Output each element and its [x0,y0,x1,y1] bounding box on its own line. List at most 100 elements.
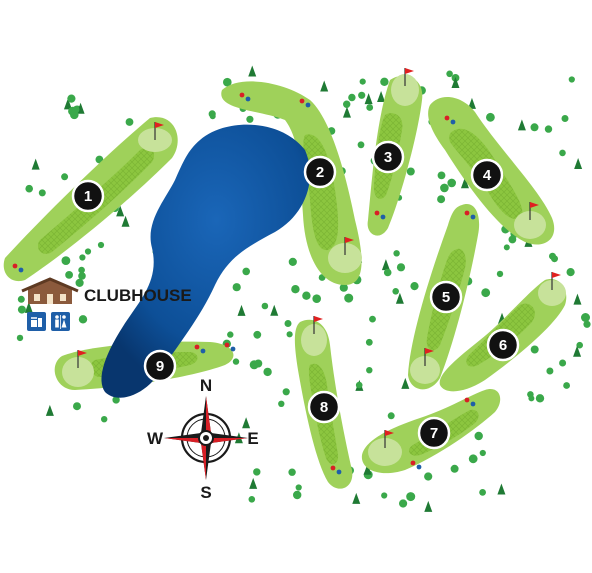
pine-tree-icon [320,80,329,92]
tree-icon [544,125,553,133]
tree-icon [78,315,88,324]
hole-marker-9[interactable]: 9 [143,349,177,383]
hole-number-1: 1 [84,188,92,205]
tee-marker-icon [464,397,470,403]
tee-marker-icon [239,92,245,98]
tree-icon [530,345,539,354]
tree-icon [440,183,449,193]
pine-tree-icon [237,304,246,316]
pine-tree-icon [467,97,476,109]
hole-marker-8[interactable]: 8 [307,390,341,424]
hole-number-8: 8 [320,399,328,416]
compass-rose: N S E W [147,376,259,502]
tree-icon [496,270,504,278]
tree-icon [61,256,71,265]
pine-tree-icon [573,345,582,357]
tree-icon [246,115,254,123]
hole-marker-6[interactable]: 6 [486,328,520,362]
tee-marker-icon [230,346,236,352]
pine-tree-icon [45,404,54,416]
compass-east-label: E [247,429,258,448]
tree-icon [302,291,311,300]
flag-icon [313,316,323,334]
tree-icon [112,396,120,404]
flag-group [77,68,561,448]
tee-marker-icon [336,469,342,475]
tree-icon [366,367,373,374]
flag-icon [154,122,164,140]
hole-number-4: 4 [483,167,492,184]
hole-marker-7[interactable]: 7 [417,416,451,450]
hole-number-3: 3 [384,149,392,166]
tree-icon [339,283,348,292]
tree-icon [481,288,491,298]
pine-tree-icon [574,157,583,169]
pine-tree-icon [395,292,404,304]
tree-icon [365,338,373,346]
pine-tree-icon [363,463,372,475]
tree-icon [84,248,92,255]
tee-marker-icon [194,344,200,350]
tree-icon [503,244,510,251]
tree-icon [78,266,85,274]
tree-icon [446,70,453,78]
tree-icon [288,468,296,476]
tree-icon [348,93,356,102]
clubhouse-label: CLUBHOUSE [84,286,192,305]
tee-marker-icon [245,96,251,102]
tree-icon [358,91,366,99]
tree-icon [286,331,293,338]
tree-icon [73,402,81,411]
tree-icon [581,313,590,322]
hole-number-7: 7 [430,425,438,442]
pine-tree-icon [63,98,72,110]
hole-2-green [328,243,362,273]
tree-icon [396,263,406,272]
tree-icon [437,171,446,180]
pine-tree-icon [24,301,33,313]
pine-tree-icon [424,500,433,512]
flag-icon [384,430,394,448]
tee-marker-icon [444,115,450,121]
pine-tree-icon [460,177,469,189]
tee-marker-icon [305,102,311,108]
tree-icon [447,178,457,188]
tree-icon [535,394,545,403]
tree-icon [17,295,25,303]
tee-marker-group [12,92,476,475]
tree-icon [406,492,416,502]
tree-icon [312,294,322,304]
tree-icon [561,115,569,122]
pine-tree-icon [270,304,279,316]
hole-marker-5[interactable]: 5 [429,280,463,314]
hole-marker-3[interactable]: 3 [371,140,405,174]
pine-tree-icon [249,477,258,489]
hole-number-5: 5 [442,289,450,306]
hole-9-green [62,357,94,387]
tee-marker-icon [416,464,422,470]
tree-icon [75,278,84,287]
tree-icon [380,77,389,87]
tree-icon [16,334,24,342]
hole-6-green [538,280,566,306]
tree-icon [253,468,261,476]
tree-icon [583,320,591,328]
tree-icon [381,492,388,499]
hole-marker-2[interactable]: 2 [303,155,337,189]
tree-icon [78,272,86,280]
tree-icon [474,431,483,441]
flag-icon [551,272,561,290]
tree-icon [253,330,262,339]
hole-marker-4[interactable]: 4 [470,158,504,192]
clubhouse[interactable]: CLUBHOUSE [21,277,192,331]
pine-tree-icon [451,77,460,89]
tree-icon [410,282,419,291]
tree-icon [563,382,570,389]
tree-icon [17,305,26,314]
tree-icon [468,454,478,464]
tree-icon [369,315,376,323]
tree-icon [293,490,302,500]
pine-tree-icon [248,65,257,77]
hole-marker-1[interactable]: 1 [71,179,105,213]
pine-tree-icon [116,205,125,217]
